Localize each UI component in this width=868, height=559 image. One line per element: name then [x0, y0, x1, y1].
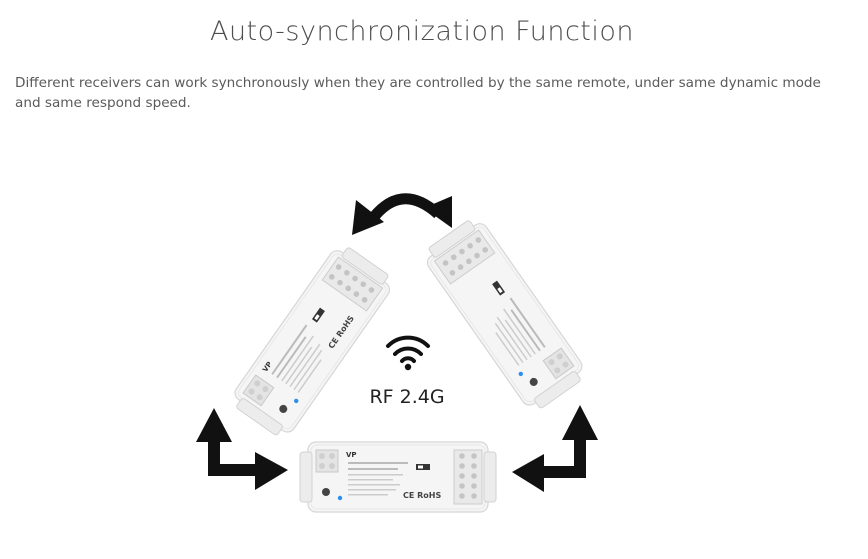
- device-brand: VP: [346, 451, 357, 459]
- controller-right: [419, 213, 591, 416]
- rf-frequency-label: RF 2.4G: [369, 386, 445, 408]
- wifi-icon: [386, 335, 430, 371]
- controller-bottom: VP CE RoHS: [299, 441, 497, 513]
- bent-arrow-left-icon: [196, 408, 288, 490]
- bidirectional-arrow-icon: [352, 193, 452, 235]
- bent-arrow-right-icon: [512, 405, 598, 492]
- device-cert-marks: CE RoHS: [403, 491, 441, 500]
- page-title: Auto-synchronization Function: [209, 16, 635, 47]
- controller-left: VP CE RoHS: [226, 240, 398, 443]
- page-description: Different receivers can work synchronous…: [15, 75, 821, 111]
